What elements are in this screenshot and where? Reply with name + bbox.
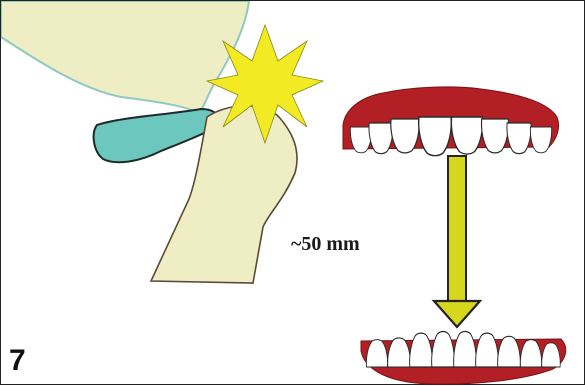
impact-star-icon (207, 25, 323, 143)
temporal-bone-shape (1, 1, 249, 113)
lower-teeth-icon (361, 332, 566, 385)
mouth-opening-measurement: ~50 mm (291, 233, 360, 256)
tmj-joint-illustration (1, 1, 297, 283)
upper-teeth-icon (343, 87, 559, 156)
mouth-opening-arrow-icon (434, 156, 480, 327)
figure-number: 7 (9, 346, 26, 376)
